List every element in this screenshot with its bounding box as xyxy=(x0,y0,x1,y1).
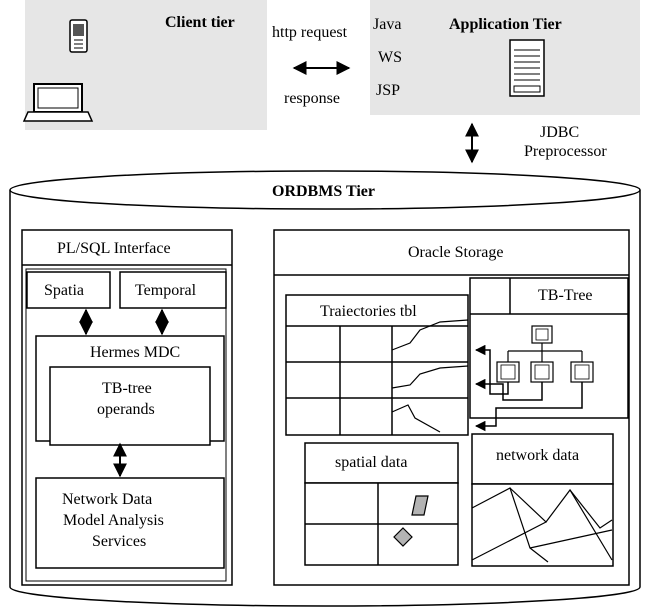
mobile-phone-icon xyxy=(69,19,88,53)
response-label: response xyxy=(284,90,340,107)
hermes-mdc-label: Hermes MDC xyxy=(90,344,181,361)
plsql-interface-title: PL/SQL Interface xyxy=(57,240,171,257)
trajectories-tbl-label: Traiectories tbl xyxy=(320,303,417,320)
tb-operands-line1: TB-tree xyxy=(102,380,152,397)
laptop-icon xyxy=(22,83,94,122)
diamond-shape xyxy=(393,527,413,547)
jdbc-label: JDBC xyxy=(540,124,580,141)
trajectories-table xyxy=(285,294,469,436)
network-services-box xyxy=(35,477,225,569)
ordbms-tier-title: ORDBMS Tier xyxy=(272,183,375,200)
application-tier-box xyxy=(370,0,640,115)
tech-jsp: JSP xyxy=(376,82,401,99)
tb-operands-line2: operands xyxy=(97,401,155,418)
network-services-line1: Network Data xyxy=(62,491,153,508)
tb-tree-pointer-arrow-1 xyxy=(474,344,509,395)
tech-ws: WS xyxy=(378,49,402,66)
tech-java: Java xyxy=(373,16,402,33)
network-services-line3: Services xyxy=(92,533,147,550)
application-tier-title: Application Tier xyxy=(449,16,562,33)
temporal-label: Temporal xyxy=(135,282,197,299)
tb-tree-pointer-arrow-3 xyxy=(474,382,583,432)
server-icon xyxy=(509,39,545,97)
temporal-box xyxy=(119,271,227,309)
preprocessor-label: Preprocessor xyxy=(524,143,607,160)
network-services-line2: Model Analysis xyxy=(63,512,164,529)
parallelogram-shape xyxy=(411,495,429,516)
network-data-table xyxy=(471,433,614,567)
spatial-data-table xyxy=(304,442,459,566)
tb-tree-label: TB-Tree xyxy=(538,287,593,304)
oracle-storage-title: Oracle Storage xyxy=(408,244,504,261)
tb-tree-pointer-arrow-2 xyxy=(474,378,543,401)
spatial-data-label: spatial data xyxy=(335,454,408,471)
spatial-label: Spatia xyxy=(44,282,84,299)
client-tier-title: Client tier xyxy=(165,14,235,31)
network-data-label: network data xyxy=(496,447,580,464)
tb-operands-box xyxy=(49,366,211,446)
spatial-box xyxy=(26,271,111,309)
http-request-label: http request xyxy=(272,24,348,41)
